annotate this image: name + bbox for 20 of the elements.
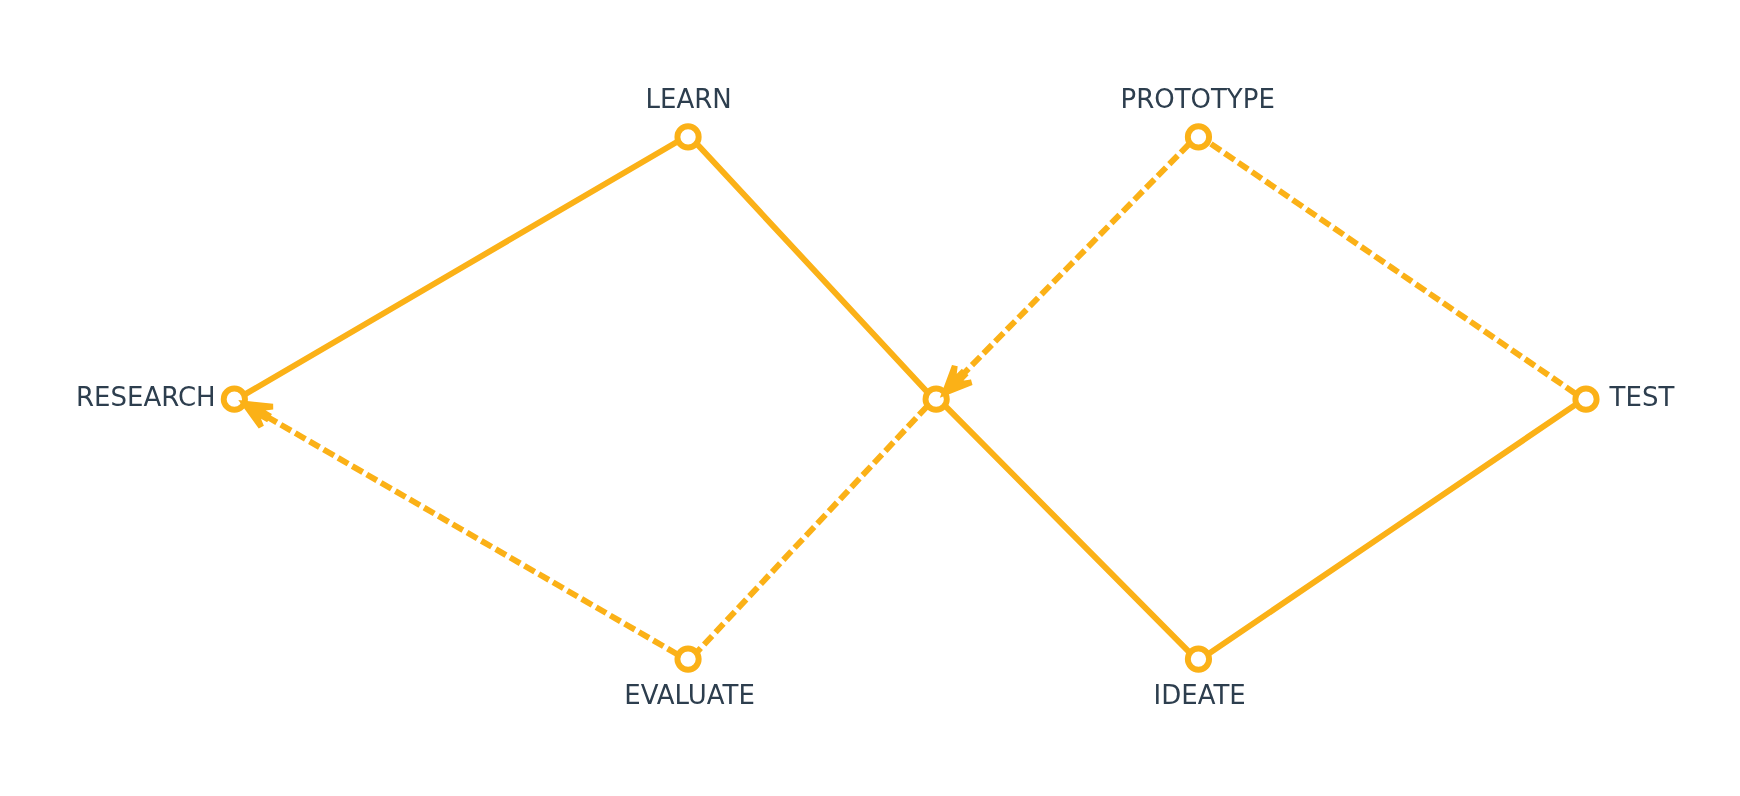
node-label: TEST — [1609, 381, 1675, 412]
node-label: LEARN — [645, 84, 732, 115]
node-circle — [1184, 123, 1213, 151]
node-circle — [220, 385, 248, 413]
arrow — [241, 400, 680, 658]
node-label: PROTOTYPE — [1120, 84, 1275, 115]
arrow — [941, 142, 1192, 396]
node-circle — [1184, 645, 1213, 673]
node-circle — [674, 645, 702, 673]
node-label: RESEARCH — [76, 381, 216, 412]
connector — [942, 403, 1192, 655]
node-circle — [922, 385, 950, 413]
connector — [243, 139, 680, 398]
connector — [695, 404, 930, 654]
connector — [695, 142, 930, 395]
node-circle — [1572, 385, 1600, 413]
node-label: EVALUATE — [624, 679, 755, 710]
connector — [1206, 402, 1578, 657]
node-label: IDEATE — [1153, 679, 1246, 710]
node-circle — [674, 123, 702, 151]
